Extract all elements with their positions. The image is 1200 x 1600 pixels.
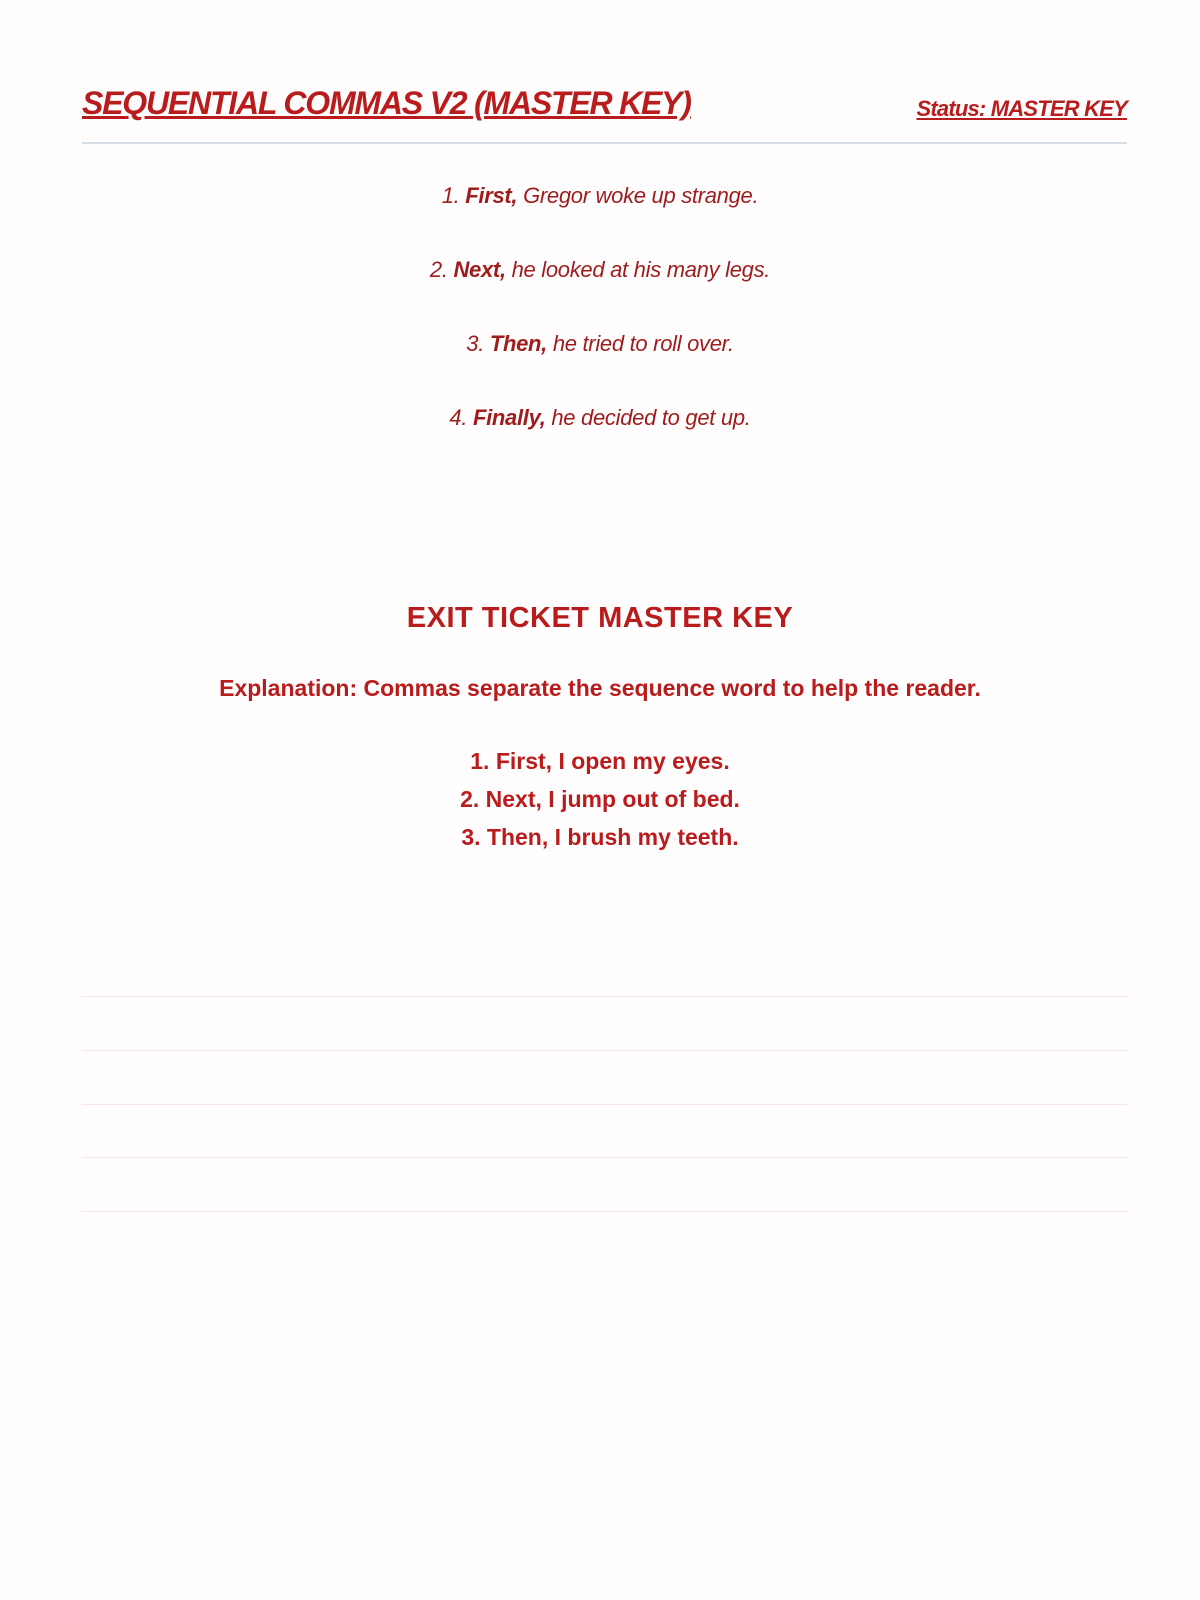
answer-item: 1. First, I open my eyes. xyxy=(470,748,730,774)
sentence-list: 1. First, Gregor woke up strange. 2. Nex… xyxy=(0,183,1200,479)
writing-line xyxy=(82,1104,1127,1105)
sentence-text: he decided to get up. xyxy=(551,405,751,430)
writing-line xyxy=(82,1211,1127,1212)
sentence: 4. Finally, he decided to get up. xyxy=(0,405,1200,479)
sentence-number: 1. xyxy=(441,183,460,208)
sentence-text: Gregor woke up strange. xyxy=(523,183,759,208)
sentence-number: 3. xyxy=(466,331,485,356)
answer-item: 2. Next, I jump out of bed. xyxy=(460,786,740,812)
exit-ticket-section: EXIT TICKET MASTER KEY Explanation: Comm… xyxy=(0,602,1200,856)
sentence-number: 2. xyxy=(429,257,448,282)
sequence-word: Finally, xyxy=(472,405,546,430)
explanation: Explanation: Commas separate the sequenc… xyxy=(219,675,981,701)
sentence-text: he looked at his many legs. xyxy=(511,257,771,282)
sequence-word: Then, xyxy=(489,331,547,356)
status-label: Status: MASTER KEY xyxy=(916,96,1127,121)
exit-ticket-heading: EXIT TICKET MASTER KEY xyxy=(406,602,794,634)
sequence-word: First, xyxy=(465,183,518,208)
answer-list: 1. First, I open my eyes. 2. Next, I jum… xyxy=(0,742,1200,856)
sequence-word: Next, xyxy=(453,257,506,282)
sentence: 1. First, Gregor woke up strange. xyxy=(0,183,1200,257)
writing-line xyxy=(82,1157,1127,1158)
header: SEQUENTIAL COMMAS V2 (MASTER KEY) Status… xyxy=(82,82,1128,144)
sentence-text: he tried to roll over. xyxy=(552,331,734,356)
sentence: 3. Then, he tried to roll over. xyxy=(0,331,1200,405)
sentence: 2. Next, he looked at his many legs. xyxy=(0,257,1200,331)
writing-line xyxy=(82,996,1127,997)
answer-item: 3. Then, I brush my teeth. xyxy=(461,824,739,850)
sentence-number: 4. xyxy=(449,405,468,430)
writing-line xyxy=(82,1050,1127,1051)
page-title: SEQUENTIAL COMMAS V2 (MASTER KEY) xyxy=(82,85,692,121)
